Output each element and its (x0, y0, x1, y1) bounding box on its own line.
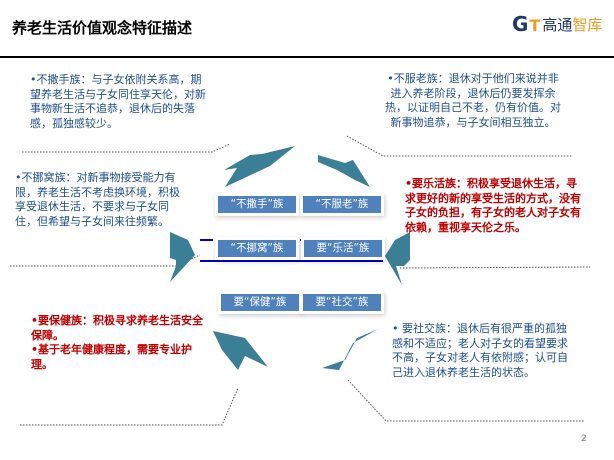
arrow-mid-right (385, 232, 410, 285)
arrow-bottom-right (322, 329, 378, 370)
connector-bottom-right (347, 379, 585, 422)
label-baojian: 要“保健”族 (221, 294, 299, 311)
desc-top-left: •不撒手族：与子女依附关系高，期望养老生活与子女同住享天伦，对新事物新生活不追恭… (30, 73, 206, 130)
desc-bottom-left-1: •要保健族：积极寻求养老生活安全保障。 (31, 314, 204, 342)
arrow-top-right (318, 155, 370, 187)
desc-top-right: •不服老族：退休对于他们来说并非进入养老阶段，退休后仍要发挥余热，以证明自己不老… (385, 72, 561, 129)
desc-bottom-left: •要保健族：积极寻求养老生活安全保障。 •基于老年健康程度，需要专业护理。 (31, 314, 211, 372)
desc-bottom-right: • 要社交族：退休后有很严重的孤独感和不适应；老人对子女的看望要求不高，子女对老… (392, 322, 568, 379)
title-divider (0, 56, 614, 58)
desc-bottom-left-2: •基于老年健康程度，需要专业护理。 (31, 343, 193, 371)
logo-text-a: 高通 (542, 15, 573, 34)
label-lehuo: 要“乐活”族 (304, 240, 382, 257)
page-title: 养老生活价值观念特征描述 (12, 19, 193, 37)
page-number: 2 (581, 434, 587, 444)
connector-mid-right (399, 266, 591, 269)
label-buchashou: “不撒手”族 (218, 196, 296, 213)
label-bunuowo: “不挪窝”族 (218, 240, 296, 257)
connector-bottom-left (20, 387, 239, 426)
desc-mid-right: •要乐活族：积极享受退休生活，寻求更好的新的享受生活的方式，没有子女的负担，有子… (405, 177, 581, 234)
desc-mid-left: •不挪窝族：对新事物接受能力有限，养老生活不考虑换环境，积极享受退休生活，不要求… (15, 171, 180, 228)
logo-mark-t: T (529, 16, 541, 35)
connector-top-right (346, 135, 572, 157)
logo-mark-g: G (512, 12, 529, 36)
arrow-mid-left (170, 232, 195, 282)
arrow-bottom-left (213, 331, 268, 370)
label-bufulao: “不服老”族 (303, 196, 381, 213)
logo-text-b: 智库 (572, 15, 603, 34)
arrow-top-left (224, 146, 295, 187)
connector-top-left (22, 143, 231, 153)
label-shejiao: 要“社交”族 (303, 294, 381, 311)
